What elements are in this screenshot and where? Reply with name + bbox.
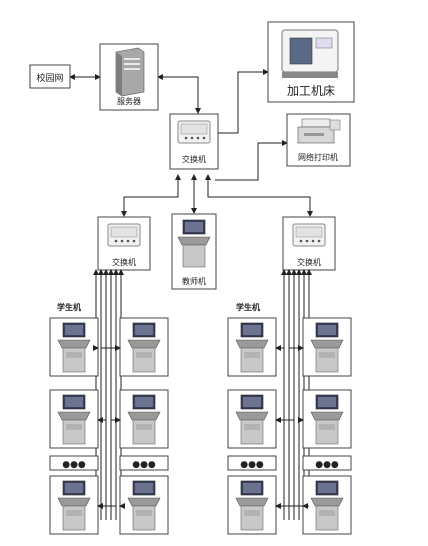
campus-network-label: 校园网 [36, 72, 63, 84]
network-printer-label: 网络打印机 [298, 152, 338, 162]
right-switch-node: 交换机 [282, 216, 336, 271]
ellipsis-box [119, 455, 169, 471]
student-workstation [49, 389, 99, 449]
student-workstation [227, 475, 277, 535]
printer-icon [297, 118, 341, 144]
student-workstation [302, 475, 352, 535]
network-switch-icon [107, 223, 141, 247]
right-switch-label: 交换机 [297, 257, 321, 267]
left-switch-node: 交换机 [97, 216, 151, 271]
workstation-icon [177, 219, 211, 268]
cnc-machine-label: 加工机床 [287, 84, 335, 98]
campus-network-node: 校园网 [29, 64, 71, 89]
network-printer-node: 网络打印机 [286, 113, 351, 167]
student-workstation [119, 389, 169, 449]
ellipsis-box [302, 455, 352, 471]
ellipsis-text: ●●● [62, 460, 86, 470]
student-workstation [227, 317, 277, 377]
left-student-group: ●●● ●●● [49, 269, 169, 535]
ellipsis-text: ●●● [240, 460, 264, 470]
left-student-group-label: 学生机 [57, 302, 81, 312]
student-workstation [119, 475, 169, 535]
cnc-machine-node: 加工机床 [267, 21, 355, 103]
ellipsis-box [49, 455, 99, 471]
teacher-machine-label: 教师机 [182, 276, 206, 286]
connection-lines [69, 69, 313, 217]
network-switch-icon [292, 223, 326, 247]
student-workstation [49, 317, 99, 377]
student-workstation [119, 317, 169, 377]
server-tower-icon [115, 47, 145, 97]
ellipsis-text: ●●● [315, 460, 339, 470]
student-workstation [227, 389, 277, 449]
left-switch-label: 交换机 [112, 257, 136, 267]
server-node: 服务器 [99, 43, 159, 111]
student-workstation [302, 317, 352, 377]
core-switch-label: 交换机 [182, 154, 206, 164]
cnc-machine-icon [281, 29, 339, 78]
server-label: 服务器 [117, 96, 141, 106]
teacher-machine-node: 教师机 [171, 213, 217, 290]
ellipsis-box [227, 455, 277, 471]
student-workstation [49, 475, 99, 535]
core-switch-node: 交换机 [169, 113, 219, 170]
right-student-group-label: 学生机 [236, 302, 260, 312]
network-switch-icon [177, 120, 211, 144]
ellipsis-text: ●●● [132, 460, 156, 470]
right-student-group: ●●● ●●● [227, 269, 352, 535]
student-workstation [302, 389, 352, 449]
